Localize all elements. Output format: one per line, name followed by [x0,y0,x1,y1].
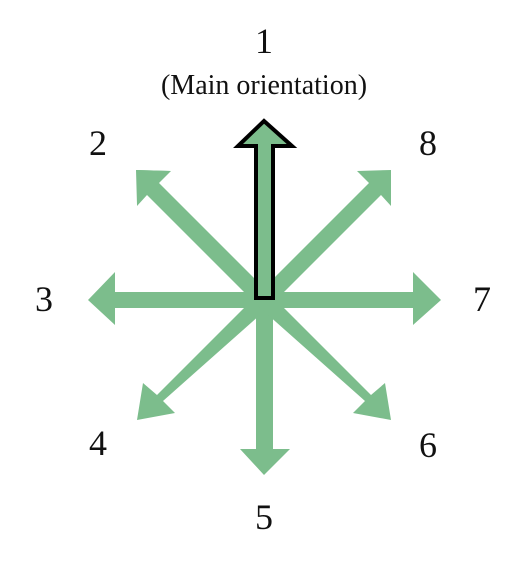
arrow-direction-8 [258,170,391,306]
label-direction-4: 4 [89,423,107,463]
main-orientation-arrow [233,118,298,300]
label-direction-5: 5 [255,497,273,537]
arrow-direction-4 [137,294,270,420]
arrow-direction-7 [264,272,441,325]
arrow-direction-3 [88,272,264,325]
arrow-direction-2-head [137,170,270,306]
label-main-orientation: (Main orientation) [160,70,368,101]
label-direction-2: 2 [89,123,107,163]
label-direction-7: 7 [473,279,491,319]
label-direction-6: 6 [419,425,437,465]
label-direction-3: 3 [35,279,53,319]
arrow-direction-5 [240,300,290,475]
label-direction-1: 1 [255,21,273,61]
arrow-direction-6 [258,294,391,420]
label-direction-8: 8 [419,123,437,163]
